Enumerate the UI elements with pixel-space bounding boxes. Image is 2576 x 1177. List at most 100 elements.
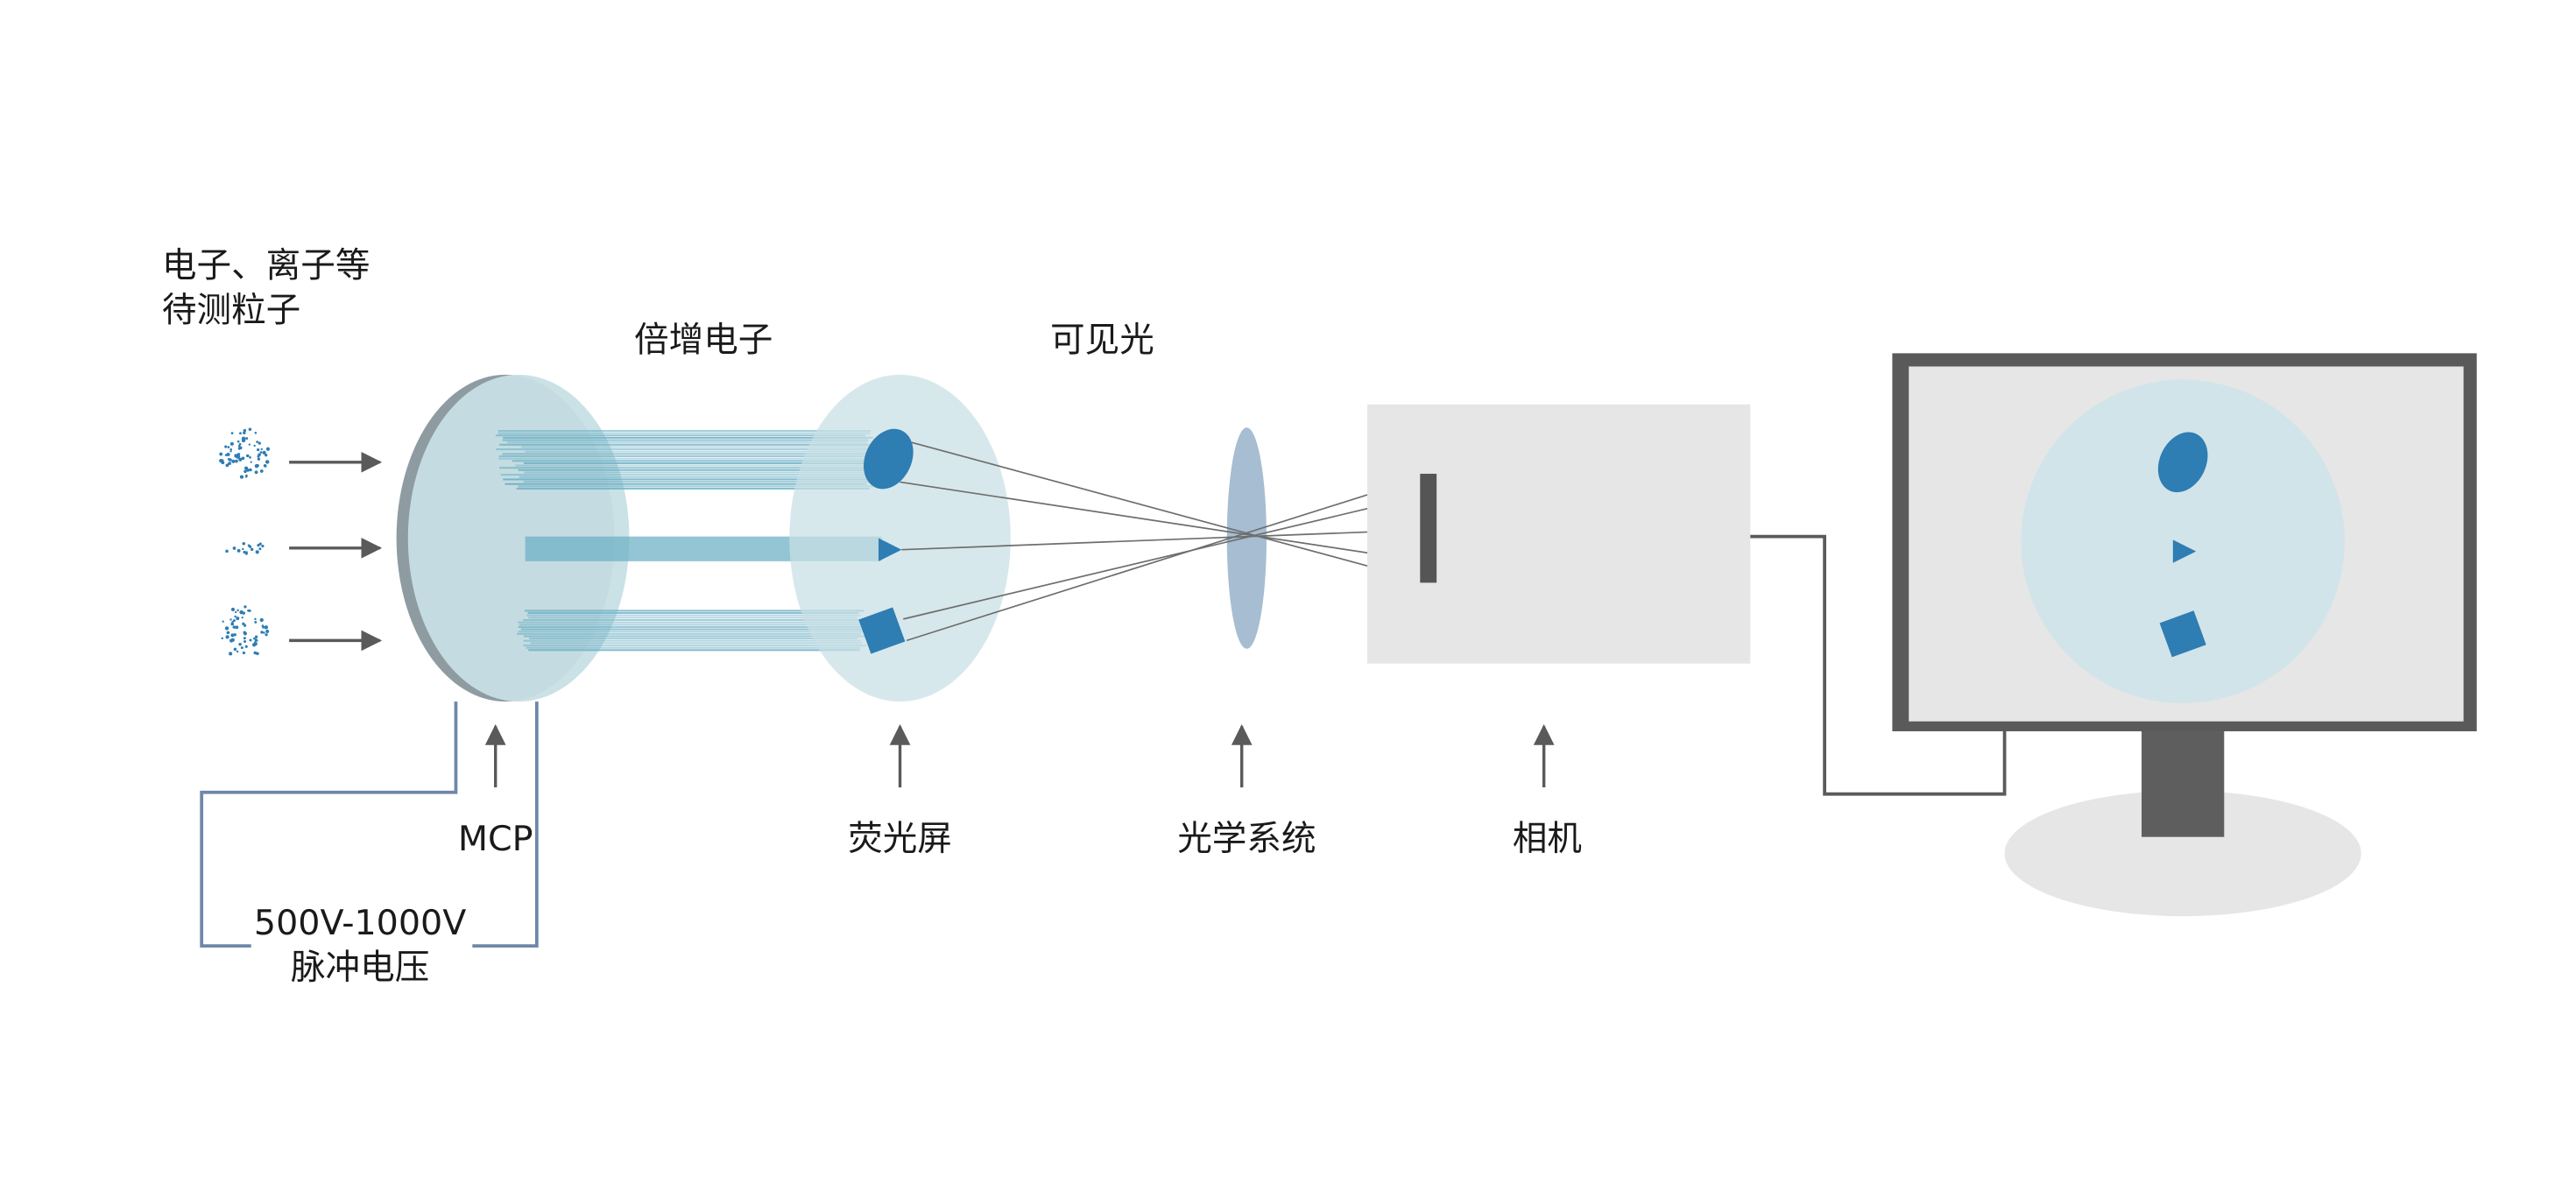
particle-dot — [229, 441, 234, 446]
particle-dot — [236, 440, 240, 443]
particle-dot — [261, 544, 265, 548]
particle-dot — [243, 624, 247, 627]
particle-dot — [229, 618, 232, 621]
particle-dot — [230, 607, 236, 612]
particle-dot — [221, 637, 223, 640]
particle-dot — [255, 550, 259, 554]
particle-dot — [235, 610, 237, 614]
particle-dot — [244, 475, 248, 478]
particle-dot — [258, 542, 262, 546]
particle-clusters — [219, 427, 271, 656]
particle-dot — [260, 631, 264, 634]
particle-dot — [240, 646, 243, 650]
particle-dot — [228, 462, 231, 466]
particle-dot — [230, 432, 234, 435]
particle-dot — [265, 630, 270, 633]
particle-dot — [247, 609, 250, 612]
optical-system-label: 光学系统 — [1177, 819, 1316, 859]
particle-dot — [244, 645, 248, 648]
particle-dot — [239, 432, 242, 435]
screen-square-spot — [858, 607, 906, 654]
particle-dot — [230, 633, 235, 638]
particle-dot — [237, 444, 241, 448]
light-ray — [911, 441, 1424, 582]
particle-dot — [260, 448, 263, 451]
particle-dot — [253, 637, 256, 640]
voltage-label-line1: 500V-1000V — [254, 903, 466, 943]
mcp-label: MCP — [458, 819, 533, 859]
particle-dot — [226, 631, 230, 635]
particle-dot — [236, 609, 239, 612]
particle-dot — [249, 455, 251, 459]
particle-dot — [224, 445, 228, 448]
particle-dot — [241, 617, 243, 619]
particle-dot — [243, 637, 246, 640]
particle-dot — [264, 625, 269, 630]
particle-dot — [227, 446, 230, 448]
particle-dot — [256, 639, 258, 642]
particles-label-line2: 待测粒子 — [162, 291, 300, 331]
particle-dot — [243, 640, 247, 644]
particle-dot — [242, 541, 245, 546]
particle-dot — [253, 651, 258, 655]
particle-dot — [257, 448, 260, 452]
particle-dot — [250, 547, 254, 552]
particle-dot — [234, 615, 236, 618]
particle-dot — [233, 619, 236, 623]
particle-dot — [225, 635, 229, 639]
monitor-square-spot — [2159, 610, 2206, 658]
screen-ellipse-spot — [864, 428, 914, 490]
particles-label-line1: 电子、离子等 — [162, 246, 370, 286]
particle-dot — [249, 545, 252, 548]
light-ray — [906, 476, 1424, 642]
particle-dot — [241, 456, 245, 461]
particle-dot — [235, 459, 238, 463]
particle-dot — [259, 469, 264, 473]
camera-sensor — [1420, 473, 1437, 583]
particle-dot — [225, 549, 229, 553]
phosphor-screen — [789, 374, 1011, 702]
particle-dot — [245, 551, 248, 553]
particle-dot — [254, 641, 257, 644]
particle-dot — [253, 444, 256, 448]
particle-dot — [250, 461, 252, 463]
particle-dot — [232, 625, 236, 629]
particle-dot — [258, 453, 261, 456]
particle-dot — [243, 605, 247, 609]
light-ray — [903, 494, 1424, 620]
particle-dot — [257, 544, 260, 547]
particle-dot — [249, 638, 252, 642]
particle-dot — [256, 463, 259, 468]
particle-dot — [237, 447, 241, 450]
particle-dot — [243, 550, 246, 554]
particle-dot — [242, 611, 245, 615]
light-ray — [900, 481, 1424, 562]
particle-dot — [226, 452, 230, 457]
particle-dot — [241, 436, 246, 441]
monitor-ellipse-spot — [2157, 432, 2208, 493]
particle-dot — [244, 466, 249, 470]
particle-dot — [256, 440, 259, 444]
particle-dot — [263, 451, 266, 455]
particle-dot — [224, 626, 229, 631]
particle-dot — [230, 622, 235, 626]
particle-dot — [245, 437, 249, 440]
camera-cable — [1750, 534, 2007, 796]
particle-dot — [229, 448, 233, 451]
particle-dot — [265, 454, 268, 457]
particle-dot — [219, 452, 223, 456]
monitor-base — [2004, 790, 2361, 917]
particle-dot — [229, 450, 232, 453]
particle-dot — [254, 470, 258, 475]
voltage-label-line2: 脉冲电压 — [291, 948, 429, 988]
particle-dot — [254, 635, 258, 638]
particle-dot — [254, 621, 258, 624]
phosphor-screen-label: 荧光屏 — [848, 819, 952, 859]
particle-dot — [232, 546, 236, 550]
particle-dot — [236, 548, 241, 553]
voltage-wire-left — [200, 701, 458, 948]
particle-dot — [238, 457, 243, 462]
particle-dot — [229, 458, 232, 462]
particle-dot — [264, 464, 267, 468]
particle-dot — [238, 442, 242, 446]
